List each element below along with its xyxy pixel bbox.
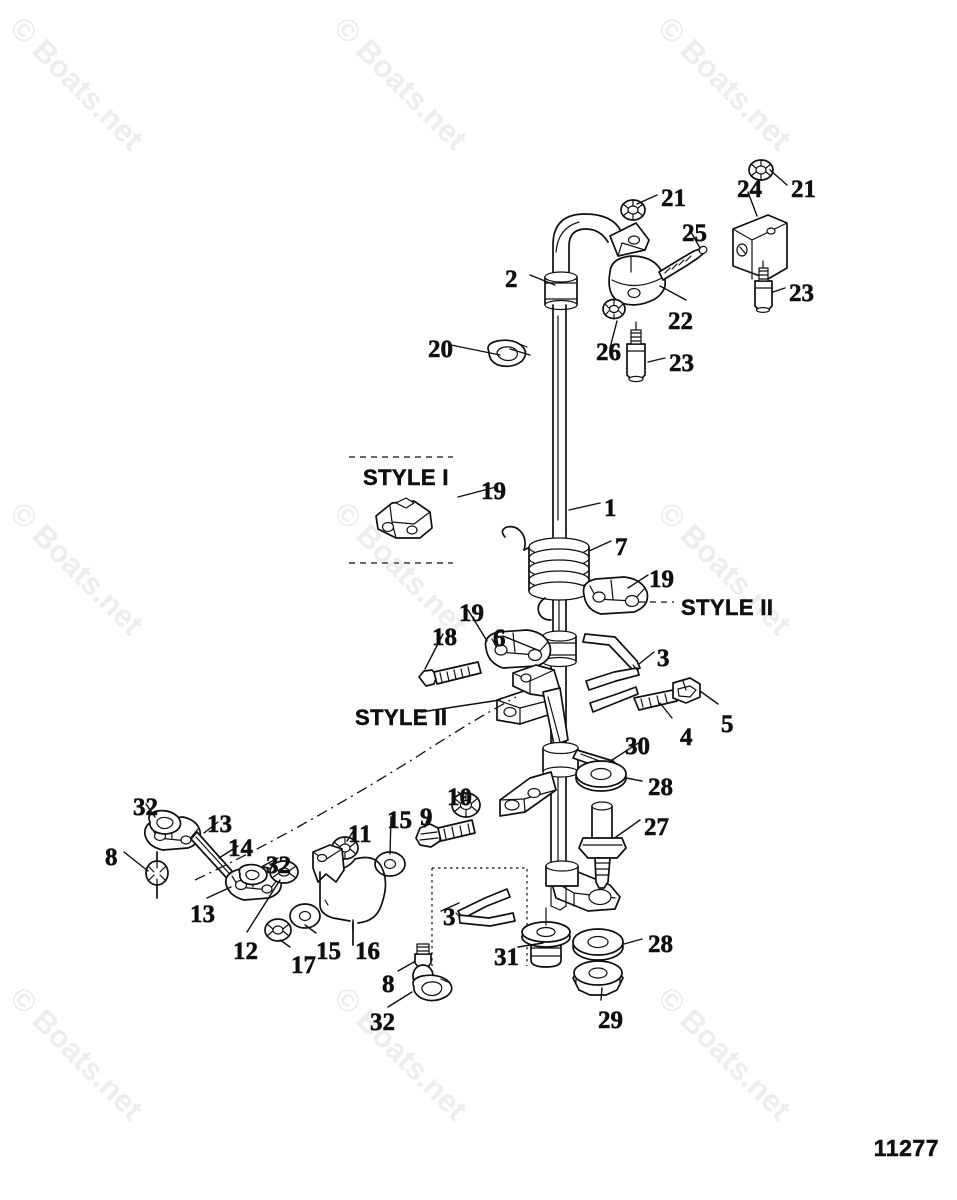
part-18-screw: [418, 661, 482, 687]
callout-30: 30: [625, 733, 651, 760]
callout-32c: 32: [370, 1009, 396, 1036]
part-9-screw: [415, 819, 476, 848]
style-label-1: STYLE I: [363, 465, 449, 491]
callout-26: 26: [596, 339, 622, 366]
callout-32b: 32: [266, 852, 292, 879]
dashed-group-box: [432, 867, 528, 966]
callout-15a: 15: [387, 807, 413, 834]
part-21-locknut-b: [748, 159, 774, 181]
part-12-nut: [269, 860, 299, 884]
part-21-locknut-a: [620, 199, 646, 221]
callout-9: 9: [420, 804, 433, 831]
part-32-clip-b: [238, 863, 268, 886]
callout-21a: 21: [661, 185, 687, 212]
part-23-grommet-a: [626, 321, 646, 383]
callout-1: 1: [604, 495, 617, 522]
callout-5: 5: [721, 711, 734, 738]
callout-2: 2: [505, 266, 518, 293]
part-19-connector-style-2-left: [484, 629, 552, 669]
callout-21b: 21: [791, 176, 817, 203]
callout-16: 16: [355, 938, 381, 965]
style-label-2-left: STYLE II: [355, 705, 448, 731]
part-5-clip-nut: [672, 677, 701, 704]
callout-28b: 28: [648, 931, 674, 958]
callout-24: 24: [737, 176, 763, 203]
part-3-link-rods-lower: [455, 888, 516, 927]
callout-19b: 19: [649, 566, 675, 593]
callout-25: 25: [682, 220, 708, 247]
part-10-nut: [451, 792, 481, 818]
callout-8a: 8: [105, 844, 118, 871]
callout-22: 22: [668, 308, 694, 335]
part-22-connector-body: [608, 255, 667, 306]
part-7-return-spring: [501, 525, 590, 621]
callout-13a: 13: [207, 811, 233, 838]
callout-12: 12: [233, 938, 259, 965]
part-23-grommet-b: [754, 260, 773, 314]
callout-15b: 15: [316, 938, 342, 965]
callout-3a: 3: [657, 645, 670, 672]
callout-29: 29: [598, 1007, 624, 1034]
part-4-bushing: [633, 689, 678, 711]
callout-23a: 23: [789, 280, 815, 307]
callout-19a: 19: [481, 478, 507, 505]
part-3-link-rods-upper: [582, 633, 641, 713]
part-20-retainer-clip: [487, 339, 528, 368]
callout-28a: 28: [648, 774, 674, 801]
part-19-connector-style-1: [375, 497, 433, 539]
part-27-pivot-bolt: [578, 801, 627, 889]
leader-lines: [123, 169, 788, 1008]
part-17-nut: [264, 918, 292, 942]
callout-31: 31: [494, 944, 520, 971]
callout-17: 17: [291, 952, 317, 979]
callout-32a: 32: [133, 794, 159, 821]
part-32-clip-a: [148, 809, 182, 835]
callout-20: 20: [428, 336, 454, 363]
callout-27: 27: [644, 814, 670, 841]
part-26-nut: [602, 298, 626, 320]
part-16-wire-bracket: [312, 844, 387, 946]
callout-18: 18: [432, 624, 458, 651]
callout-13b: 13: [190, 901, 216, 928]
part-8-ball-stud-a: [145, 851, 169, 899]
center-swivel-bracket: [496, 664, 621, 912]
part-19-connector-style-2-right: [582, 576, 649, 615]
callout-14: 14: [228, 835, 254, 862]
part-28-washer-a: [575, 760, 627, 792]
part-24-switch-block: [732, 214, 788, 280]
style-label-2-right: STYLE II: [681, 595, 774, 621]
catalog-number: 11277: [873, 1135, 939, 1162]
part-29-locknut: [572, 960, 624, 996]
callout-23b: 23: [669, 350, 695, 377]
part-25-retaining-pin: [658, 245, 708, 281]
callout-3b: 3: [443, 904, 456, 931]
callout-19c: 19: [459, 600, 485, 627]
part-31-bushing: [521, 907, 571, 968]
callout-4: 4: [680, 724, 693, 751]
style-divider-line: [194, 696, 517, 881]
part-32-clip-c: [412, 974, 453, 1002]
part-28-washer-b: [572, 928, 624, 961]
callout-6: 6: [493, 625, 506, 652]
callout-8b: 8: [382, 971, 395, 998]
part-15-washer-b: [289, 903, 321, 929]
callout-10: 10: [447, 784, 473, 811]
callout-7: 7: [615, 534, 628, 561]
callout-11: 11: [348, 821, 372, 848]
